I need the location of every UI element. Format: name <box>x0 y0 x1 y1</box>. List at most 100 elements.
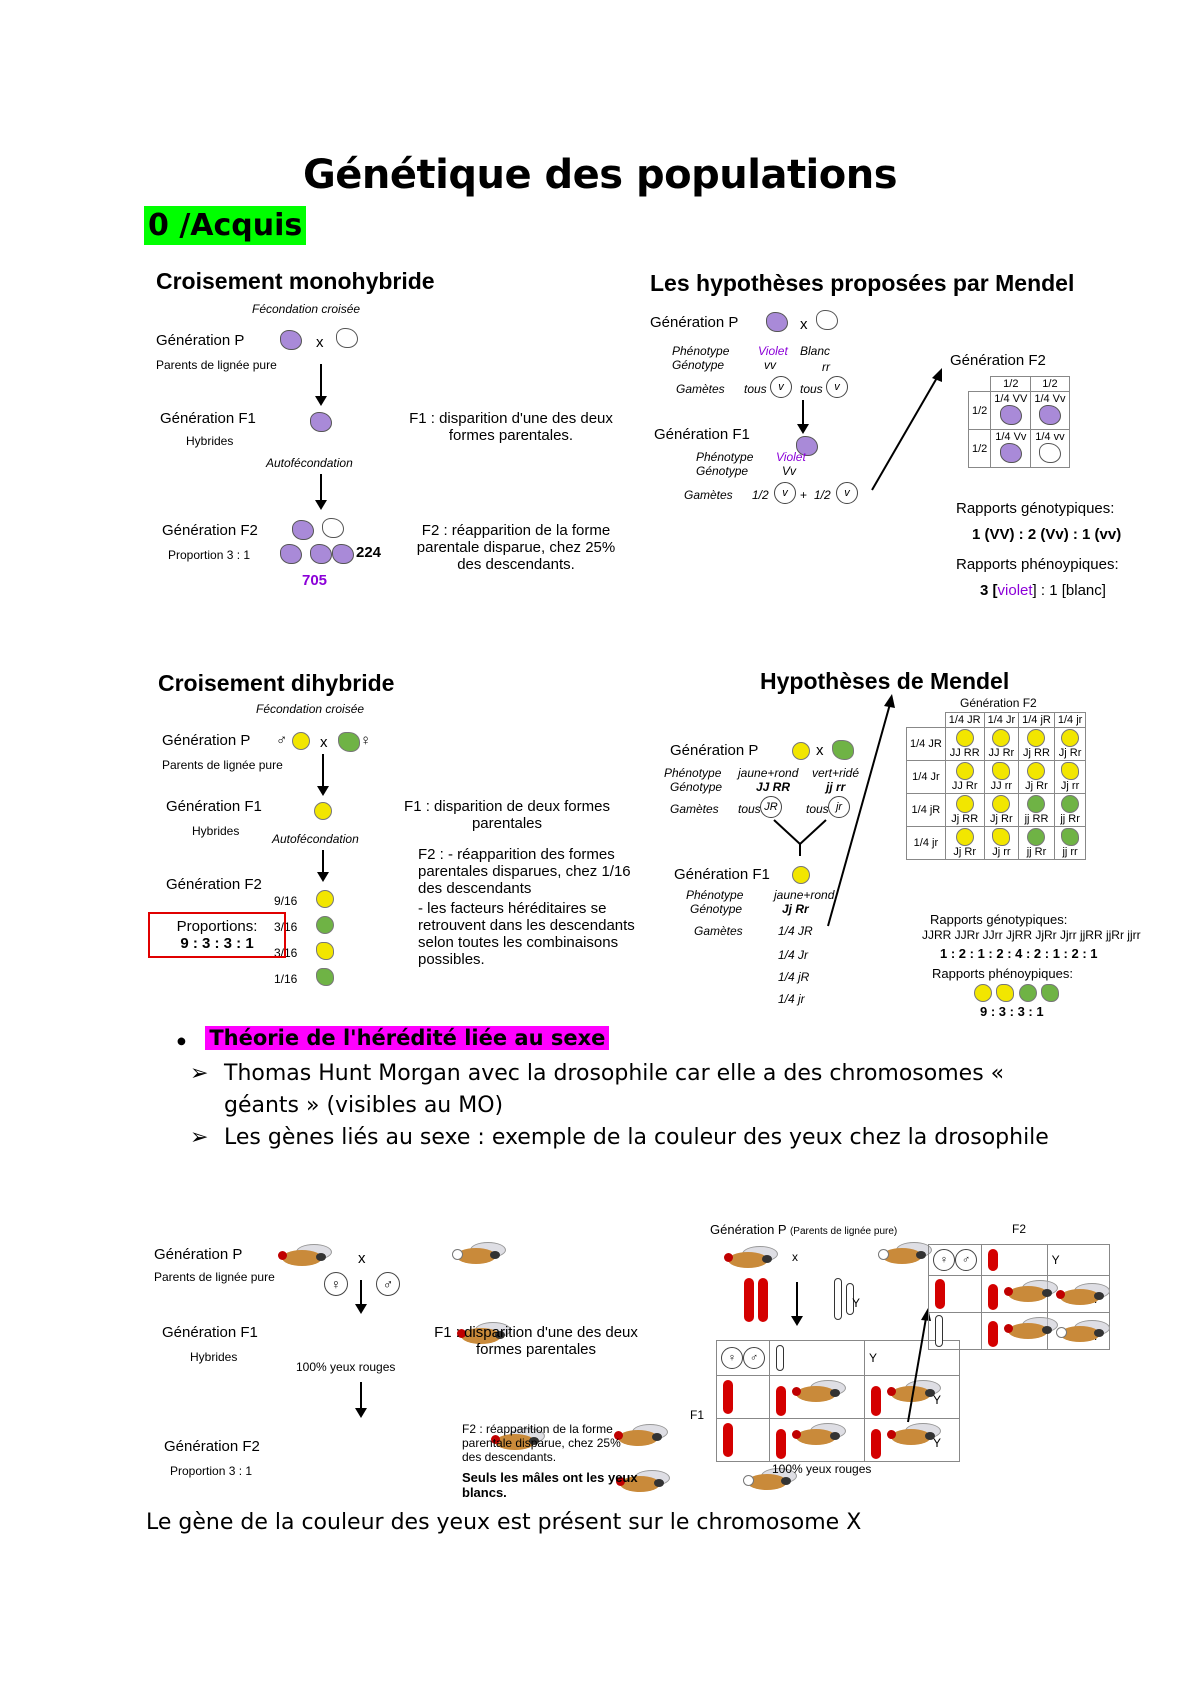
mendel-hypotheses-figure: Les hypothèses proposées par Mendel Géné… <box>650 270 1150 610</box>
white-flower-icon <box>322 518 344 538</box>
grid-cell-text: JJ RR <box>949 747 980 759</box>
grid-header: 1/2 <box>990 376 1032 392</box>
grid-header <box>769 1340 865 1376</box>
di-proportions-label: Proportions: <box>176 918 258 935</box>
di-f2-note-1: F2 : - réapparition des formes parentale… <box>418 846 631 897</box>
mendel1-tous-label-2: tous <box>800 382 823 396</box>
violet-flower-icon <box>310 544 332 564</box>
fly1-parents-label: Parents de lignée pure <box>154 1270 275 1284</box>
fly1-proportion-label: Proportion 3 : 1 <box>170 1464 253 1478</box>
grid-cell: 1/4 vv <box>1030 429 1070 468</box>
violet-flower-icon <box>999 405 1022 425</box>
diagonal-arrow <box>827 694 895 927</box>
fly1-f2-note: F2 : réapparition de la forme parentale … <box>462 1422 621 1464</box>
grid-cell-text: jj RR <box>1024 813 1049 825</box>
monohybrid-figure: Croisement monohybride Fécondation crois… <box>150 268 650 589</box>
mendel1-genotype-label: Génotype <box>672 358 725 372</box>
x-chromosome-red-allele <box>988 1249 998 1271</box>
grid-header: 1/4 JR <box>944 712 985 728</box>
parent-female-chromosomes <box>742 1278 770 1322</box>
grid-cell <box>769 1417 865 1462</box>
mendel1-cross-sign: x <box>800 316 808 333</box>
mendel-dihybrid-figure: Hypothèses de Mendel Génération P x Phén… <box>660 668 1150 1028</box>
fly2-gen-p-label: Génération P (Parents de lignée pure) <box>710 1222 897 1237</box>
grid-cell: 1/4 Vv <box>990 429 1032 468</box>
mendel2-f1-geno: Jj Rr <box>782 902 809 916</box>
grid-cell: Jj Rr <box>983 793 1020 827</box>
red-eye-fly-icon <box>274 1242 332 1272</box>
green-wrinkled-pea-icon <box>316 968 334 986</box>
mendel1-f1-geno-value: Vv <box>782 464 797 478</box>
pheno-ratio-suffix: ] : 1 [blanc] <box>1032 582 1106 599</box>
mono-hybrides-label: Hybrides <box>186 434 234 448</box>
diagonal-arrow <box>871 368 942 491</box>
mendel2-pheno-icons <box>974 984 1060 1002</box>
mendel2-f1-phenotype-label: Phénotype <box>686 888 744 902</box>
x-chromosome-red-allele <box>723 1422 733 1457</box>
grid-cell-text: JJ Rr <box>951 780 978 792</box>
page-title: Génétique des populations <box>302 152 898 198</box>
grid-cell: jj RR <box>1018 793 1055 827</box>
yellow-round-pea-icon <box>1061 729 1080 747</box>
di-cross-sign: x <box>320 734 328 751</box>
red-eye-fly-icon <box>610 1422 668 1452</box>
grid-cell: JJ Rr <box>983 727 1020 761</box>
x-chromosome-red-allele <box>988 1320 998 1347</box>
grid-cell-text: 1/4 VV <box>994 393 1028 405</box>
arrow-bullet-icon: ➢ <box>190 1125 209 1150</box>
white-flower-icon <box>336 328 358 348</box>
grid-row-header <box>716 1417 770 1462</box>
di-hybrides-label: Hybrides <box>192 824 240 838</box>
yellow-round-pea-icon <box>974 984 992 1002</box>
drosophila-chromosome-figure: Génération P (Parents de lignée pure) x … <box>690 1222 1111 1482</box>
green-wrinkled-pea-icon <box>1041 984 1060 1002</box>
white-flower-icon <box>816 310 838 330</box>
white-eye-fly-icon <box>1052 1318 1110 1343</box>
female-symbol: ♀ <box>933 1249 955 1271</box>
x-chromosome-red-allele <box>776 1385 786 1416</box>
mono-gen-f2-label: Génération F2 <box>162 522 258 539</box>
grid-row-header <box>928 1275 982 1313</box>
grid-cell: JJ Rr <box>944 760 985 794</box>
yellow-wrinkled-pea-icon <box>1061 762 1080 780</box>
x-chromosome-white-allele <box>776 1345 784 1371</box>
mendel2-gen-f2-label: Génération F2 <box>960 696 1037 710</box>
yellow-round-pea-icon <box>792 742 810 760</box>
green-wrinkled-pea-icon <box>1061 828 1080 846</box>
f2-punnett-grid: ♀♂ Y Y Y <box>928 1244 1111 1350</box>
mendel2-title: Hypothèses de Mendel <box>760 668 1010 694</box>
di-parents-label: Parents de lignée pure <box>162 758 283 772</box>
red-eye-fly-icon <box>612 1468 671 1498</box>
di-proportions-value: 9 : 3 : 3 : 1 <box>180 935 254 952</box>
gamete-icon: v <box>826 376 848 398</box>
y-label: Y <box>869 1351 878 1365</box>
fly2-y-label: Y <box>852 1296 861 1310</box>
white-eye-fly-icon <box>874 1240 933 1270</box>
mendel1-gen-p-label: Génération P <box>650 314 739 331</box>
fly1-f1-note: F1 : disparition d'une des deux formes p… <box>434 1324 638 1358</box>
female-symbol: ♀ <box>324 1272 348 1296</box>
violet-flower-icon <box>292 520 314 540</box>
heredity-heading: Théorie de l'hérédité liée au sexe <box>205 1026 610 1050</box>
mendel1-vv-label: vv <box>764 358 776 372</box>
y-label: Y <box>933 1435 942 1450</box>
mendel2-f1-gamete: 1/4 jR <box>778 970 810 984</box>
di-gen-p-label: Génération P <box>162 732 251 749</box>
fly2-gen-p-sub: (Parents de lignée pure) <box>789 1226 898 1237</box>
gamete-icon: v <box>836 482 858 504</box>
grid-corner: ♀♂ <box>928 1244 982 1276</box>
x-chromosome-red-allele <box>935 1278 945 1309</box>
mendel2-gen-p-label: Génération P <box>670 742 759 759</box>
grid-header: 1/4 jR <box>1018 712 1055 728</box>
mendel2-geno-list: JJRR JJRr JJrr JjRR JjRr Jjrr jjRR jjRr … <box>922 928 1141 942</box>
mendel2-geno-ratio: 1 : 2 : 1 : 2 : 4 : 2 : 1 : 2 : 1 <box>940 946 1098 961</box>
mendel1-f1-pheno-value: Violet <box>776 450 806 464</box>
grid-cell-text: JJ Rr <box>988 747 1015 759</box>
red-eye-fly-icon <box>1052 1281 1110 1306</box>
x-chromosome-red-allele <box>988 1283 998 1310</box>
green-round-pea-icon <box>1027 828 1046 846</box>
mendel2-p2-pheno: vert+ridé <box>812 766 860 780</box>
dihybrid-title: Croisement dihybride <box>158 670 395 696</box>
green-wrinkled-pea-icon <box>832 740 854 760</box>
green-round-pea-icon <box>1061 795 1080 813</box>
